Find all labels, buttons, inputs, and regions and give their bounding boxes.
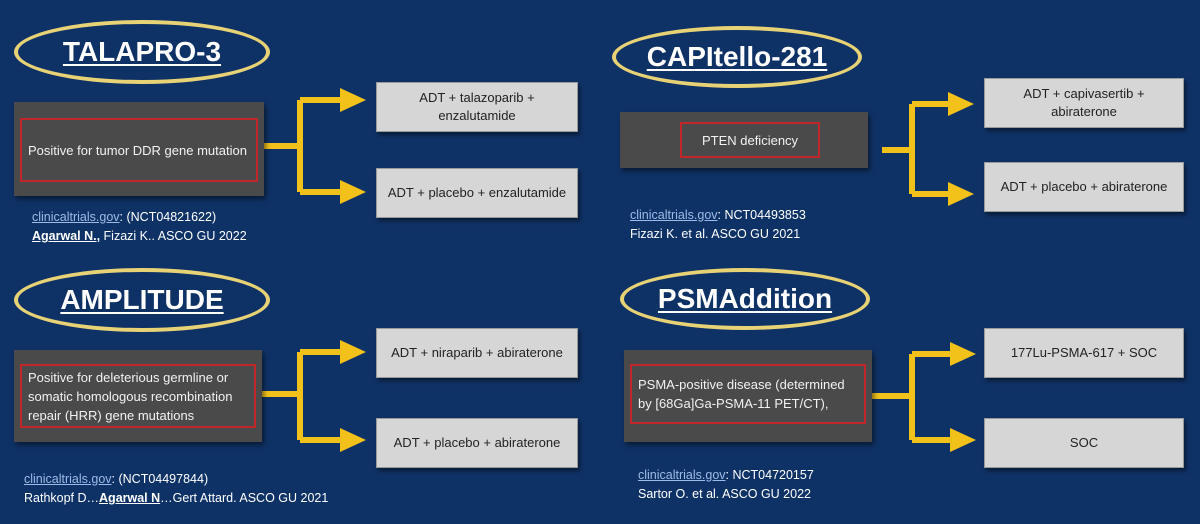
arrowhead bbox=[340, 180, 366, 204]
arrowhead bbox=[948, 92, 974, 116]
reference: clinicaltrials.gov: NCT04493853 Fizazi K… bbox=[630, 206, 930, 244]
reference-id: : NCT04493853 bbox=[717, 208, 806, 222]
arm-box: ADT + placebo + abiraterone bbox=[984, 162, 1184, 212]
trial-title: PSMAddition bbox=[657, 283, 833, 314]
condition-box: Positive for deleterious germline or som… bbox=[14, 350, 262, 442]
branch-arrow-capitello bbox=[882, 101, 950, 197]
arm-box: ADT + placebo + abiraterone bbox=[376, 418, 578, 468]
arm-box: ADT + niraparib + abiraterone bbox=[376, 328, 578, 378]
condition-box: PSMA-positive disease (determined by [68… bbox=[624, 350, 872, 442]
condition-box: Positive for tumor DDR gene mutation bbox=[14, 102, 264, 196]
reference-id: : (NCT04821622) bbox=[119, 210, 217, 224]
reference-link[interactable]: clinicaltrials.gov bbox=[638, 468, 726, 482]
arrowhead bbox=[948, 182, 974, 206]
condition-text: Positive for deleterious germline or som… bbox=[20, 364, 256, 428]
reference: clinicaltrials.gov: (NCT04497844) Rathko… bbox=[24, 470, 384, 508]
condition-text: Positive for tumor DDR gene mutation bbox=[20, 118, 258, 182]
arm-box: ADT + talazoparib + enzalutamide bbox=[376, 82, 578, 132]
reference-link[interactable]: clinicaltrials.gov bbox=[24, 472, 112, 486]
reference-author: Agarwal N bbox=[99, 491, 161, 505]
arm-box: SOC bbox=[984, 418, 1184, 468]
branch-arrow-amplitude bbox=[262, 349, 342, 443]
reference-text: Fizazi K. et al. ASCO GU 2021 bbox=[630, 227, 801, 241]
reference-link[interactable]: clinicaltrials.gov bbox=[630, 208, 718, 222]
branch-arrow-talapro3 bbox=[262, 97, 342, 195]
condition-text: PSMA-positive disease (determined by [68… bbox=[630, 364, 866, 424]
trial-title-oval: TALAPRO-3 bbox=[14, 20, 270, 84]
arm-box: ADT + capivasertib + abiraterone bbox=[984, 78, 1184, 128]
trial-title: AMPLITUDE bbox=[60, 284, 224, 315]
reference: clinicaltrials.gov: (NCT04821622) Agarwa… bbox=[32, 208, 352, 246]
condition-text: PTEN deficiency bbox=[680, 122, 820, 158]
arrowhead bbox=[340, 428, 366, 452]
reference-id: : (NCT04497844) bbox=[111, 472, 209, 486]
trial-title-oval: AMPLITUDE bbox=[14, 268, 270, 332]
trial-title: TALAPRO-3 bbox=[62, 36, 222, 67]
trial-title: CAPItello-281 bbox=[646, 41, 828, 72]
arrowhead bbox=[340, 340, 366, 364]
trial-title-oval: CAPItello-281 bbox=[612, 26, 862, 88]
arm-box: 177Lu-PSMA-617 + SOC bbox=[984, 328, 1184, 378]
arm-box: ADT + placebo + enzalutamide bbox=[376, 168, 578, 218]
arrowhead bbox=[950, 342, 976, 366]
reference-id: : NCT04720157 bbox=[725, 468, 814, 482]
trial-title-oval: PSMAddition bbox=[620, 268, 870, 330]
reference-author: Agarwal N., bbox=[32, 229, 101, 243]
reference-text: Fizazi K.. ASCO GU 2022 bbox=[100, 229, 247, 243]
reference: clinicaltrials.gov: NCT04720157 Sartor O… bbox=[638, 466, 938, 504]
reference-text: Rathkopf D… bbox=[24, 491, 100, 505]
reference-text: Sartor O. et al. ASCO GU 2022 bbox=[638, 487, 811, 501]
arrowhead bbox=[950, 428, 976, 452]
arrowhead bbox=[340, 88, 366, 112]
reference-text: …Gert Attard. ASCO GU 2021 bbox=[160, 491, 329, 505]
condition-box: PTEN deficiency bbox=[620, 112, 868, 168]
branch-arrow-psmaddition bbox=[872, 351, 952, 443]
reference-link[interactable]: clinicaltrials.gov bbox=[32, 210, 120, 224]
